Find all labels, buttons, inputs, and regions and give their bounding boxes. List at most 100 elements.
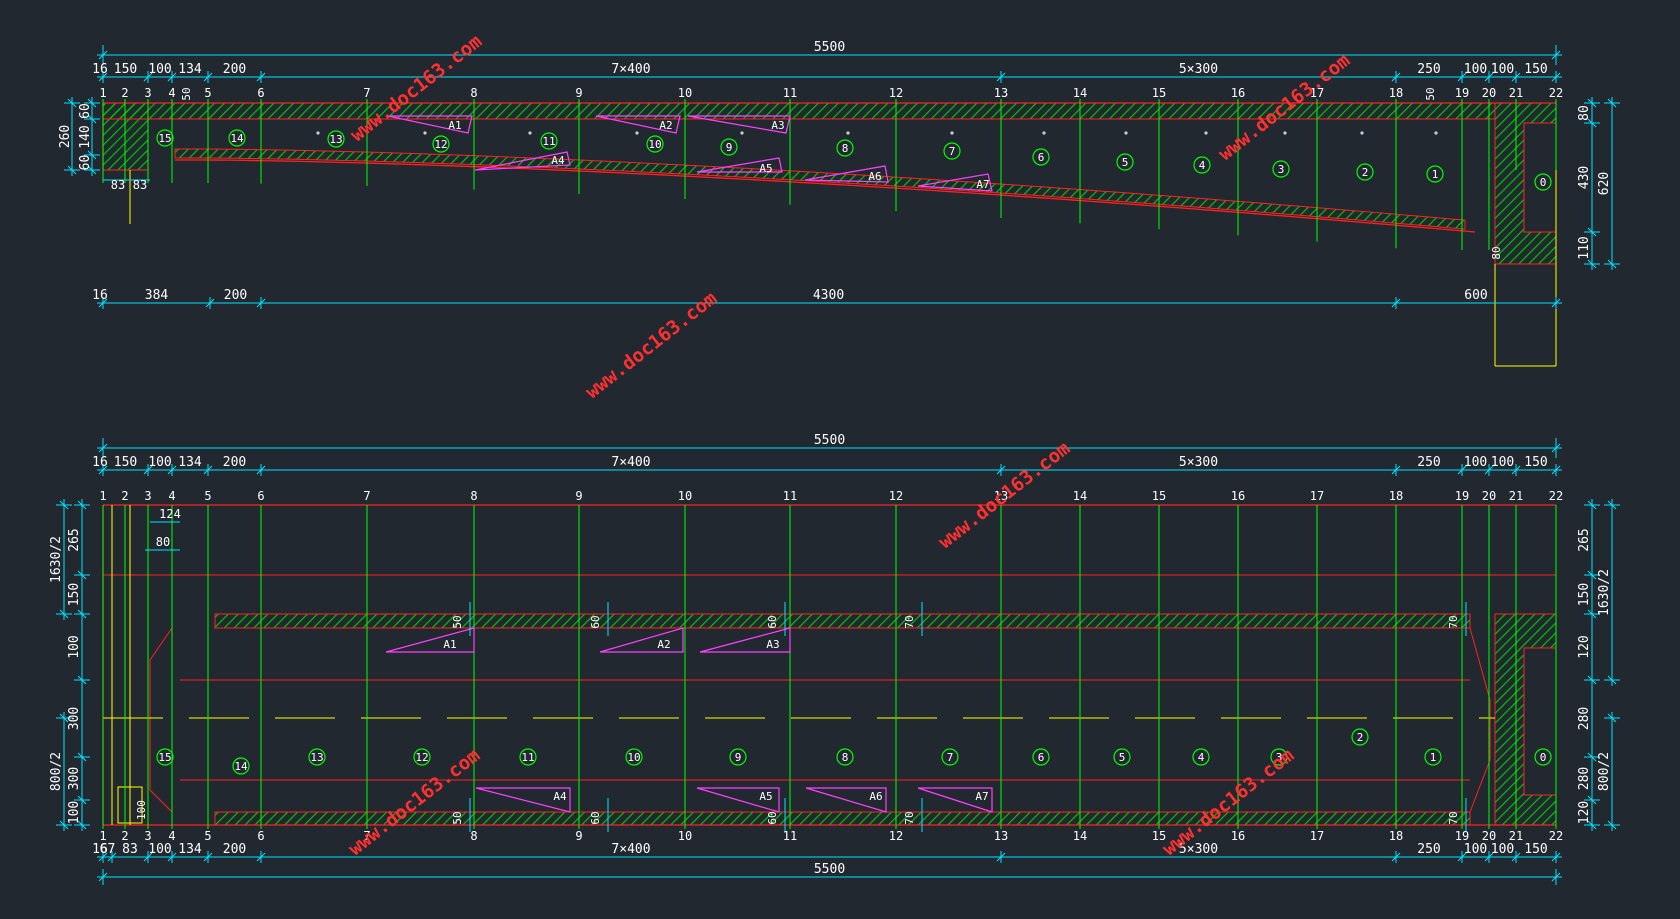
dim-label: 200 [223,455,246,470]
segment-marker [1113,748,1131,766]
segment-marker [432,135,450,153]
segment-marker [943,142,961,160]
segment-marker [1351,728,1369,746]
axis-label: 3 [144,489,151,503]
segment-number: 5 [1119,751,1126,764]
segment-marker [1424,748,1442,766]
tendon-outline [387,115,473,134]
dim-label: 100 [1491,62,1514,77]
dim-label: 80 [156,535,170,549]
dim-label: 83 [122,842,138,857]
anchor-dot [740,131,744,135]
dim-label: 4300 [813,288,844,303]
tendon-label: A4 [551,154,565,167]
segment-marker [1534,748,1552,766]
bearing-outline [117,786,143,824]
dim-label: 7×400 [611,842,650,857]
axis-label: 8 [470,829,477,843]
axis-label: 9 [575,489,582,503]
segment-number: 15 [158,132,171,145]
tendon-outline [687,115,791,134]
segment-number: 0 [1540,176,1547,189]
tendon-label: A1 [448,119,461,132]
segment-marker [1426,165,1444,183]
segment-number: 7 [949,145,956,158]
segment-marker [308,748,326,766]
axis-label: 11 [783,829,797,843]
axis-label: 20 [1482,86,1496,100]
dim-label: 600 [1464,288,1487,303]
axis-label: 22 [1549,829,1563,843]
axis-label: 20 [1482,489,1496,503]
tendon-label: A7 [975,790,988,803]
axis-label: 19 [1455,829,1469,843]
segment-number: 13 [310,751,323,764]
axis-label: 11 [783,86,797,100]
dim-label: 60 [78,103,93,119]
dim-label: 150 [1524,842,1547,857]
dim-label: 134 [178,62,202,77]
watermark-text: www.doc163.com [344,744,484,860]
dim-label: 100 [1464,62,1487,77]
dim-label: 250 [1417,62,1440,77]
segment-marker [156,748,174,766]
segment-marker [646,135,664,153]
axis-label: 15 [1152,829,1166,843]
dim-label: 250 [1417,842,1440,857]
dim-label: 250 [1417,455,1440,470]
dim-label: 200 [224,288,247,303]
segment-marker [1192,748,1210,766]
axis-label: 16 [1231,489,1245,503]
dim-label: 265 [1577,528,1592,551]
lines-layer [56,45,1620,885]
tendon-label: A1 [443,638,456,651]
axis-label: 4 [168,489,175,503]
dim-label: 50 [451,811,464,824]
dim-label: 200 [223,842,246,857]
axis-label: 3 [144,86,151,100]
segment-marker [836,139,854,157]
axis-label: 19 [1455,86,1469,100]
axis-label: 17 [1310,86,1324,100]
axis-label: 18 [1389,86,1403,100]
anchor-dot [1434,131,1438,135]
dim-label: 100 [1464,842,1487,857]
segment-marker [729,748,747,766]
axis-label: 18 [1389,489,1403,503]
axis-label: 15 [1152,489,1166,503]
dim-label: 300 [67,707,82,730]
dim-label: 150 [1524,455,1547,470]
segment-marker [232,757,250,775]
dim-label: 16 [92,842,108,857]
tendon-outline [475,787,571,813]
axis-label: 3 [144,829,151,843]
segment-number: 2 [1357,731,1364,744]
dim-label: 150 [114,62,137,77]
tendon-label: A5 [759,162,772,175]
axis-label: 10 [678,489,692,503]
tendon-outline [699,627,791,653]
tendon-outline [595,115,681,134]
dim-label: 100 [1491,455,1514,470]
axis-label: 22 [1549,489,1563,503]
anchor-dot [635,131,639,135]
axis-label: 21 [1509,489,1523,503]
dim-label: 7×400 [611,62,650,77]
segment-number: 14 [230,132,244,145]
dim-label: 70 [1447,811,1460,824]
watermark-text: www.doc163.com [1158,744,1298,860]
axis-label: 1 [99,489,106,503]
hatch-layer [102,102,1557,826]
dim-label: 80 [1577,105,1592,121]
anchor-dot [1360,131,1364,135]
tendon-label: A7 [976,178,989,191]
axis-label: 17 [1310,489,1324,503]
axis-label: 1 [99,86,106,100]
segment-number: 1 [1430,751,1437,764]
dim-label: 120 [1577,635,1592,658]
dim-label: 100 [67,801,82,824]
axis-label: 4 [168,86,175,100]
dim-label: 280 [1577,767,1592,790]
segment-marker [1032,748,1050,766]
plan-haunch [1469,627,1491,813]
